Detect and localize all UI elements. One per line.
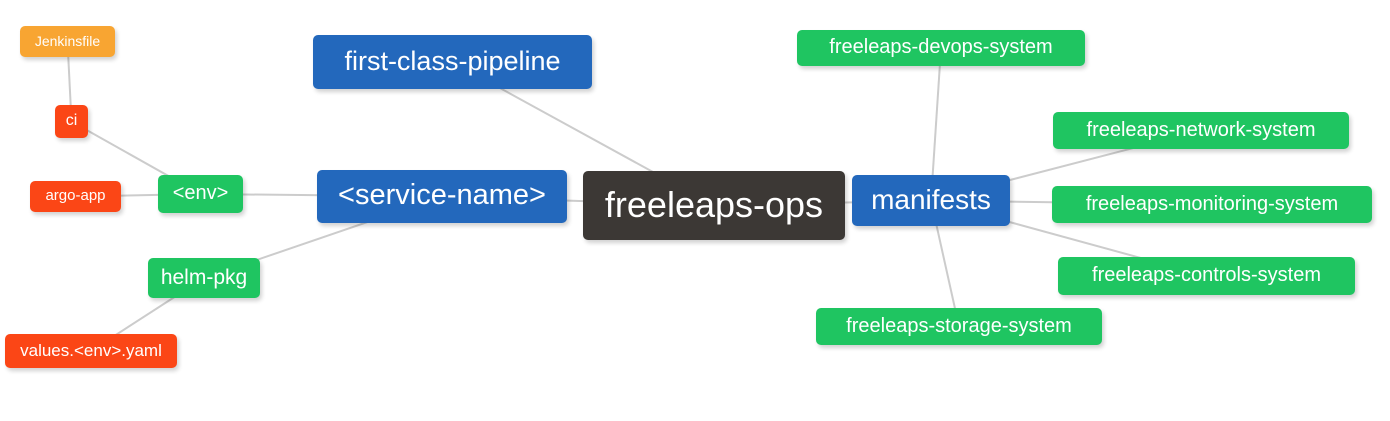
node-label: freeleaps-storage-system <box>846 314 1072 337</box>
node-argo-app[interactable]: argo-app <box>30 181 121 212</box>
node-label: values.<env>.yaml <box>20 340 162 360</box>
node-helm-pkg[interactable]: helm-pkg <box>148 258 260 298</box>
node-label: ci <box>65 111 78 129</box>
node-ci[interactable]: ci <box>55 105 88 138</box>
node-freeleaps-controls-system[interactable]: freeleaps-controls-system <box>1058 257 1355 295</box>
node-jenkinsfile[interactable]: Jenkinsfile <box>20 26 115 57</box>
node-label: argo-app <box>45 187 106 204</box>
node-manifests[interactable]: manifests <box>852 175 1010 226</box>
node-label: first-class-pipeline <box>344 45 561 76</box>
node-label: freeleaps-controls-system <box>1092 264 1321 286</box>
node-freeleaps-monitoring-system[interactable]: freeleaps-monitoring-system <box>1052 186 1372 223</box>
node-label: <service-name> <box>338 179 546 211</box>
node-label: helm-pkg <box>160 265 248 289</box>
node-label: <env> <box>172 182 229 204</box>
node-freeleaps-devops-system[interactable]: freeleaps-devops-system <box>797 30 1085 66</box>
node-service-name[interactable]: <service-name> <box>317 170 567 223</box>
node-label: freeleaps-ops <box>604 183 824 225</box>
node-freeleaps-network-system[interactable]: freeleaps-network-system <box>1053 112 1349 149</box>
node-label: manifests <box>871 183 991 215</box>
node-env[interactable]: <env> <box>158 175 243 213</box>
node-label: freeleaps-network-system <box>1086 118 1316 141</box>
node-freeleaps-ops[interactable]: freeleaps-ops <box>583 171 845 240</box>
node-first-class-pipeline[interactable]: first-class-pipeline <box>313 35 592 89</box>
node-label: freeleaps-devops-system <box>829 36 1053 58</box>
node-freeleaps-storage-system[interactable]: freeleaps-storage-system <box>816 308 1102 345</box>
node-values-env-yaml[interactable]: values.<env>.yaml <box>5 334 177 368</box>
node-label: freeleaps-monitoring-system <box>1085 192 1339 215</box>
node-label: Jenkinsfile <box>34 32 101 49</box>
